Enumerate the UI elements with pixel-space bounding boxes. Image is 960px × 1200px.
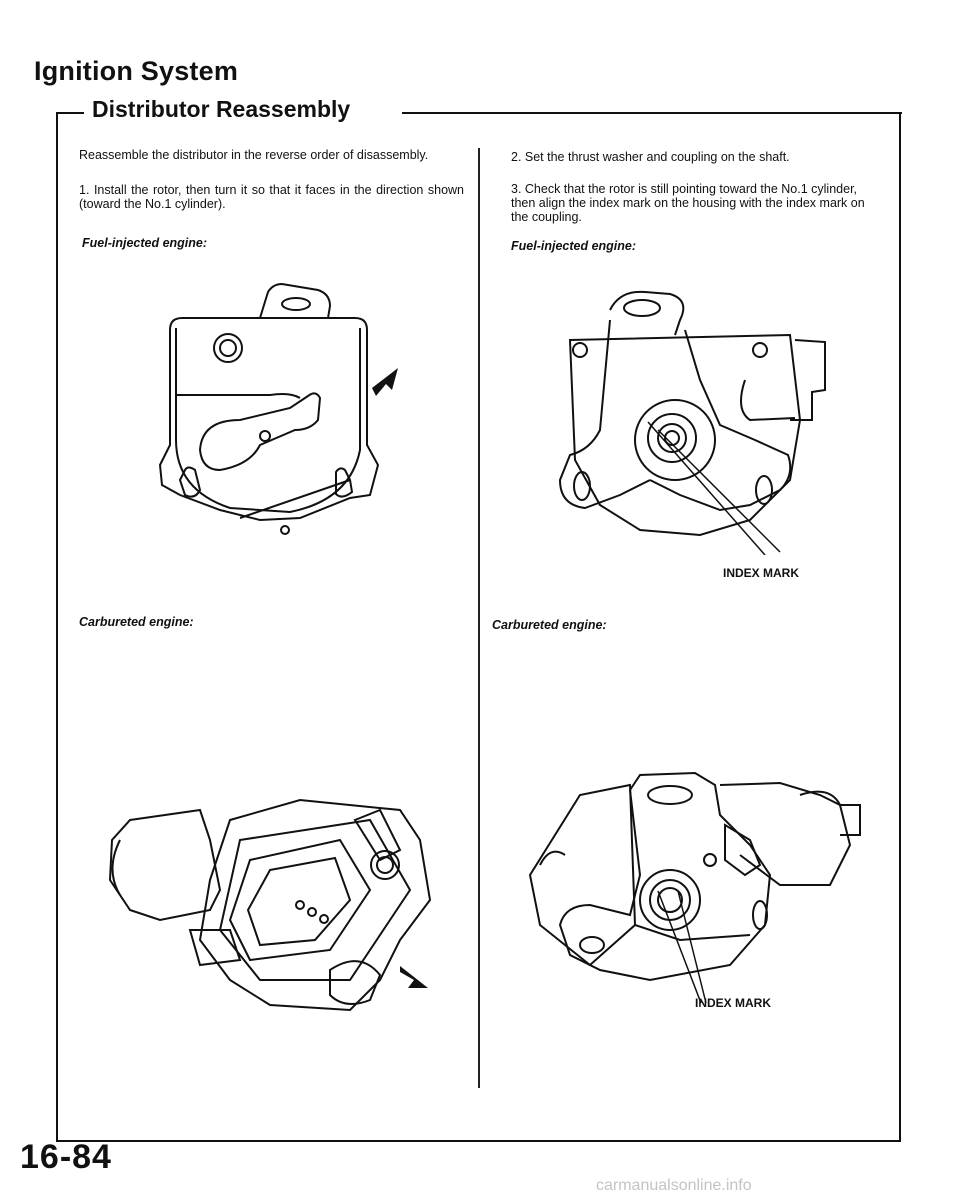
column-divider — [478, 148, 480, 1088]
rotor-carbureted-illustration — [100, 780, 450, 1020]
fuel-injected-label-left: Fuel-injected engine: — [82, 236, 208, 250]
carbureted-label-left: Carbureted engine: — [79, 615, 194, 629]
fuel-injected-label-right: Fuel-injected engine: — [511, 239, 637, 253]
rotor-fuel-injected-illustration — [140, 280, 398, 550]
step-2-text: 2. Set the thrust washer and coupling on… — [511, 150, 790, 164]
index-mark-callout-top: INDEX MARK — [723, 566, 800, 580]
section-rule-right — [402, 112, 902, 114]
carbureted-label-right: Carbureted engine: — [492, 618, 607, 632]
step-3-text: 3. Check that the rotor is still pointin… — [511, 182, 865, 224]
section-rule-left — [56, 112, 84, 114]
intro-text: Reassemble the distributor in the revers… — [79, 148, 429, 162]
section-title: Distributor Reassembly — [92, 96, 359, 123]
index-mark-callout-bottom: INDEX MARK — [695, 996, 772, 1010]
coupling-carbureted-illustration — [520, 765, 870, 1005]
coupling-fuel-injected-illustration — [550, 280, 840, 555]
page-number: 16-84 — [20, 1138, 112, 1176]
step-1-text: 1. Install the rotor, then turn it so th… — [79, 183, 464, 211]
content-frame — [56, 112, 901, 1142]
page-title: Ignition System — [34, 56, 239, 86]
section-header: Distributor Reassembly — [56, 96, 902, 130]
watermark: carmanualsonline.info — [596, 1177, 752, 1194]
